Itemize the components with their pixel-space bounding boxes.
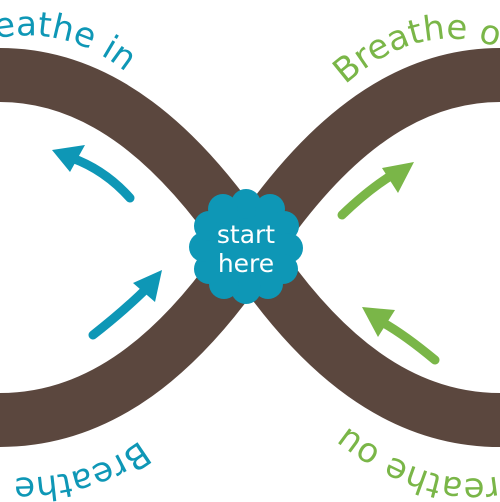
arrow-upper-left-icon: [52, 145, 135, 203]
arrow-lower-left-icon: [88, 270, 162, 340]
infinity-track: [0, 48, 500, 447]
start-text-line1: start: [217, 220, 275, 249]
scalloped-badge-shape: [189, 189, 303, 304]
arrow-lower-right-icon: [362, 307, 440, 365]
arrow-upper-right-icon: [337, 162, 414, 220]
start-badge[interactable]: start here: [189, 189, 303, 304]
start-text-line2: here: [218, 249, 274, 278]
